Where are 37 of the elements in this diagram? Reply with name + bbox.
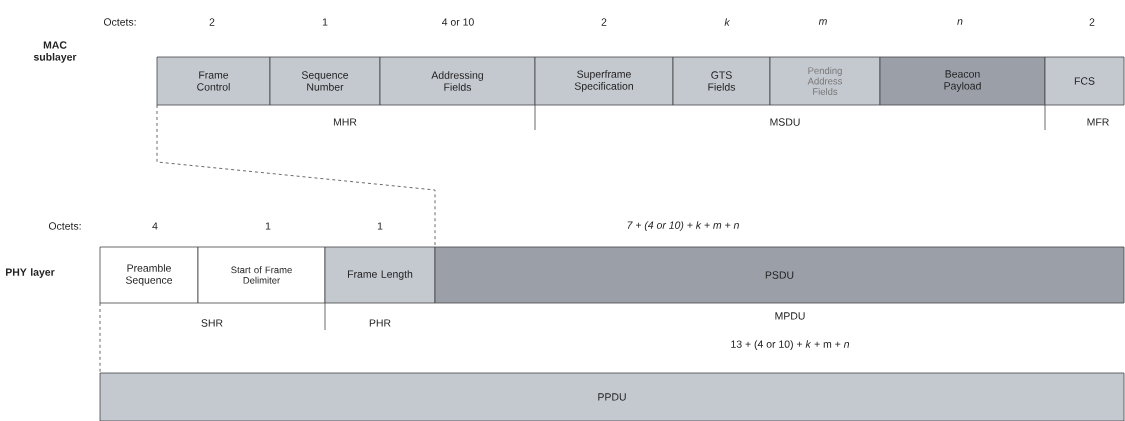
field-box: FCS (1044, 56, 1125, 106)
field-box: Pending Address Fields (769, 56, 881, 106)
field-label: 13 + (4 or 10) + k + m + n (731, 340, 850, 350)
field-label: MFR (1087, 118, 1109, 126)
field-label: 4 (152, 222, 158, 230)
field-box: GTS Fields (672, 56, 771, 106)
expansion-line (99, 302, 101, 374)
field-box: Preamble Sequence (99, 246, 199, 304)
expansion-line (156, 104, 436, 248)
field-label: 1 (377, 222, 383, 230)
layer-label: PHY layer (6, 268, 55, 278)
field-box: Frame Control (156, 56, 271, 106)
field-label: Octets: (48, 222, 81, 230)
field-box: Frame Length (324, 246, 436, 304)
field-label: MHR (333, 118, 357, 126)
field-label: 2 (1089, 18, 1095, 26)
layer-label: MAC sublayer (33, 41, 77, 63)
field-label: 2 (601, 18, 607, 26)
field-label: k (724, 18, 731, 26)
field-box: Addressing Fields (379, 56, 536, 106)
field-label: SHR (201, 319, 223, 327)
field-label: PHR (369, 319, 391, 327)
field-label: n (957, 19, 963, 25)
field-label: MSDU (770, 118, 800, 126)
field-label: 7 + (4 or 10) + k + m + n (627, 221, 739, 231)
field-box: Beacon Payload (879, 56, 1046, 106)
field-label: m (818, 19, 827, 25)
field-box: Sequence Number (269, 56, 381, 106)
field-label: 4 or 10 (441, 18, 474, 26)
field-box: Start of Frame Delimiter (197, 246, 326, 304)
field-box: Superframe Specification (534, 56, 674, 106)
field-label: Octets: (103, 18, 136, 26)
field-box: PSDU (434, 246, 1125, 304)
field-box: PPDU (99, 372, 1125, 421)
field-label: 2 (209, 18, 215, 26)
field-label: 1 (265, 222, 271, 230)
field-label: 1 (322, 18, 328, 26)
